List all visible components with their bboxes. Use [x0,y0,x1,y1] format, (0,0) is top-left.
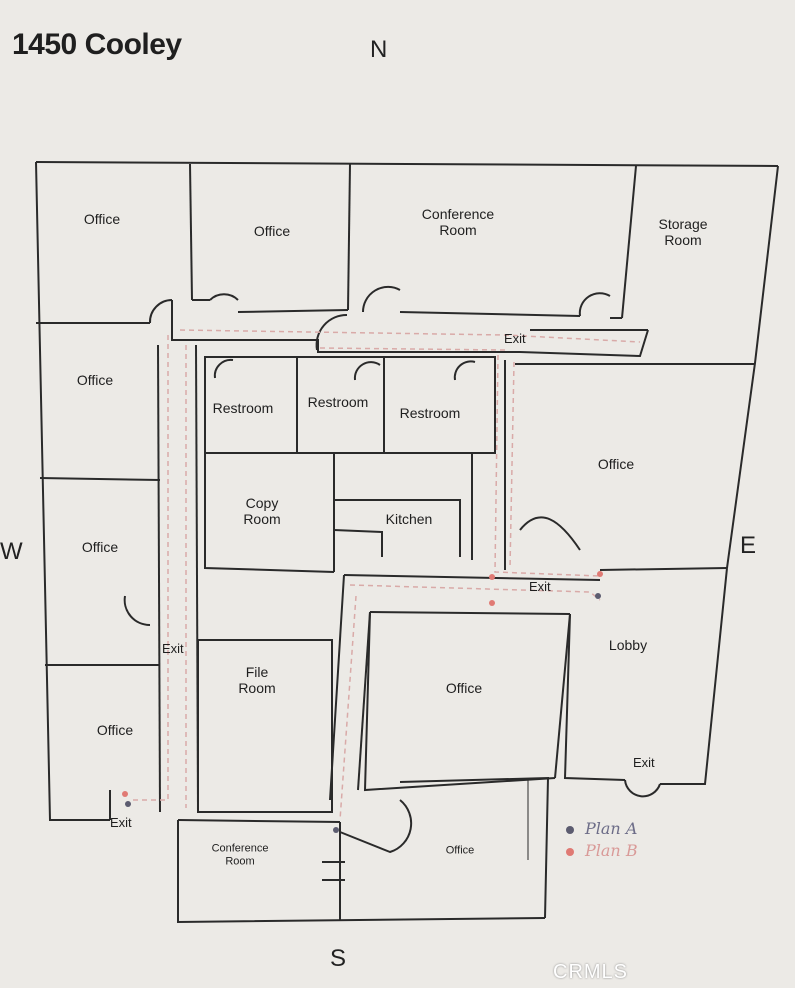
room-office-east: Office [597,455,635,472]
exit-lobby: Exit [633,755,655,770]
compass-north: N [370,36,388,63]
exit-southwest: Exit [110,815,132,830]
room-office-sw: Office [96,721,134,738]
outer-wall-north [35,161,779,167]
outer-wall-east [726,165,779,569]
watermark: CRMLS [553,961,629,983]
room-office-south: Office [445,844,475,857]
wall-n1 [189,163,193,301]
compass-south: S [330,945,347,972]
route-plan-b-north [179,329,641,343]
exit-west: Exit [162,641,184,656]
wall-n3 [621,165,637,319]
room-restroom-1: Restroom [212,399,274,416]
map-title: 1450 Cooley [12,28,182,61]
room-office-west-2: Office [76,371,114,388]
wall-n2 [347,163,351,311]
room-office-nw: Office [83,210,121,227]
room-lobby: Lobby [608,636,648,653]
plan-b-marker [122,791,128,797]
outer-wall-east-lower [660,567,728,785]
exit-east: Exit [529,579,551,594]
room-restroom-2: Restroom [307,393,369,410]
room-office-center: Office [445,679,483,696]
plan-a-marker [125,801,131,807]
room-restroom-3: Restroom [399,404,461,421]
legend-plan-a: Plan A [585,819,638,838]
room-office-north: Office [253,222,291,239]
compass-west: W [0,538,23,565]
route-plan-b-west [130,335,169,801]
room-kitchen: Kitchen [385,510,433,527]
compass-east: E [740,532,757,559]
legend-plan-b: Plan B [585,841,638,860]
outer-wall-west [35,161,110,821]
route-plan-b-center [349,584,601,601]
room-office-west-3: Office [81,538,119,555]
exit-north: Exit [504,331,526,346]
route-plan-b-east [494,354,601,577]
